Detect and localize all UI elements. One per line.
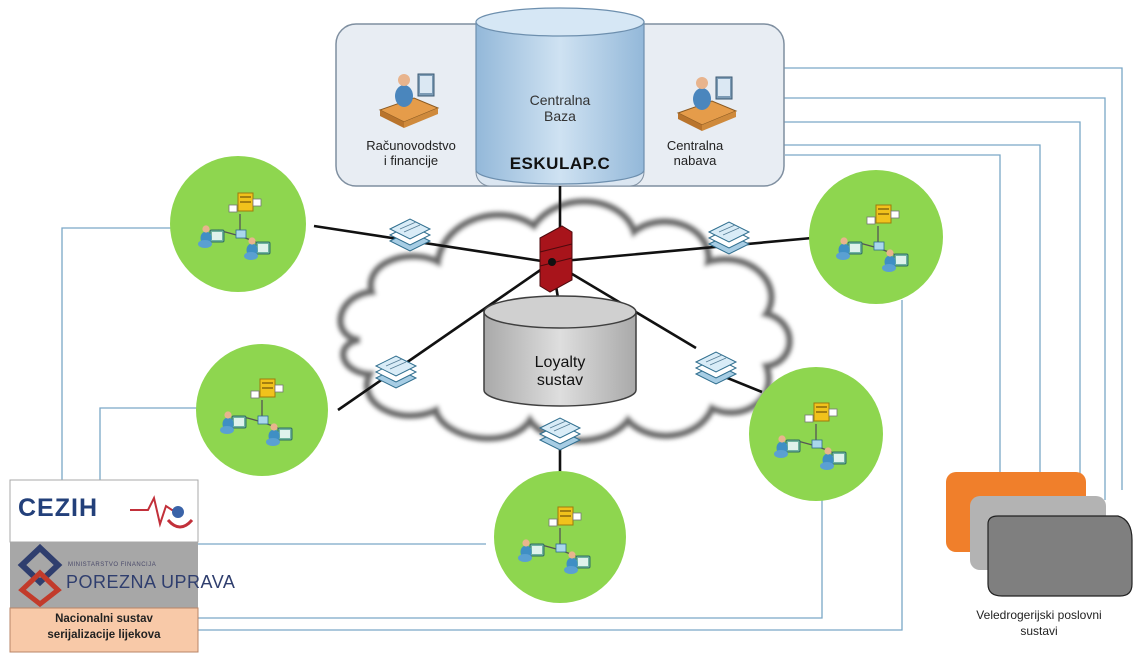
porezna-ministry-text: MINISTARSTVO FINANCIJA (68, 562, 157, 568)
location-node-top-left (170, 156, 306, 292)
external-systems-panel (9, 479, 199, 653)
accounting-label: Računovodstvo i financije (366, 138, 456, 168)
wholesaler-label: Veledrogerijski poslovni sustavi (976, 608, 1102, 638)
location-node-mid-right (749, 367, 883, 501)
wholesaler-systems (946, 472, 1133, 597)
loyalty-database (483, 295, 637, 407)
document-stack-icon (389, 218, 431, 252)
location-node-top-right (809, 170, 943, 304)
central-database-label: Centralna Baza (529, 92, 591, 125)
document-stack-icon (708, 221, 750, 255)
external-connectors (61, 67, 1123, 631)
central-database (475, 7, 645, 185)
firewall-icon (539, 225, 573, 293)
location-node-bottom (494, 471, 626, 603)
location-node-mid-left (196, 344, 328, 476)
national-serialization-label: Nacionalni sustav serijalizacije lijekov… (47, 613, 161, 641)
cezih-logo-text: CEZIH (18, 494, 98, 522)
porezna-logo-text: POREZNA UPRAVA (66, 572, 236, 592)
loyalty-label: Loyalty sustav (534, 354, 586, 390)
procurement-label: Centralna nabava (666, 138, 724, 168)
central-database-name: ESKULAP.C (509, 154, 611, 173)
